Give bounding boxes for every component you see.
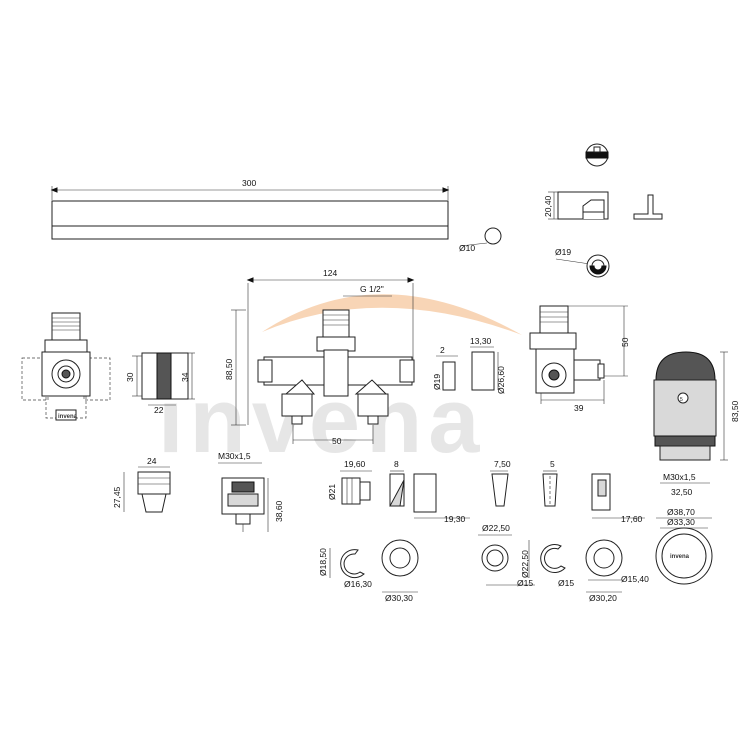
dim-valve-height: 50 xyxy=(620,337,630,347)
cut-part-a: 8 19,30 xyxy=(389,459,470,524)
dim-coupling-diameter: Ø21 xyxy=(327,484,337,500)
logo-mark-large: invena xyxy=(670,554,690,560)
dim-rosette-d-outer: Ø30,20 xyxy=(589,593,617,603)
left-fitting-front: invena xyxy=(21,312,111,421)
dim-sleeve-diameter: Ø19 xyxy=(432,374,442,390)
dim-rosette-a-outer: Ø30,30 xyxy=(385,593,413,603)
dim-ring-w22: 22 xyxy=(154,405,164,415)
dim-nut-width: 24 xyxy=(147,456,157,466)
dim-head-height: 83,50 xyxy=(730,400,740,422)
rosette-a: Ø30,30 xyxy=(381,539,419,603)
insert-part: M30x1,5 38,60 xyxy=(218,451,284,532)
dim-washer-diameter: Ø26,60 xyxy=(496,366,506,394)
dim-clip-c-inner: Ø15 xyxy=(558,578,574,588)
dim-coupling-length: 19,60 xyxy=(344,459,366,469)
thermostatic-head: 5 83,50 M30x1,5 32,50 xyxy=(653,351,740,497)
main-assembly: 124 G 1/2" 88,50 50 xyxy=(224,268,415,446)
dim-valve-depth: 39 xyxy=(574,403,584,413)
dim-assembly-spacing: 50 xyxy=(332,436,342,446)
dim-clip-a-diameter: Ø18,50 xyxy=(318,548,328,576)
rosette-d: Ø15,40 Ø30,20 xyxy=(585,539,649,603)
dim-cut-a-width: 8 xyxy=(394,459,399,469)
watermark-arc xyxy=(262,294,522,335)
dim-head-cap-inner: Ø33,30 xyxy=(667,517,695,527)
dim-pin-diameter: Ø10 xyxy=(459,243,475,253)
dim-cover-b-inner: Ø15 xyxy=(517,578,533,588)
cap-side-view: 20,40 xyxy=(543,191,609,220)
dim-thread: G 1/2" xyxy=(360,284,384,294)
watermark-text: invena xyxy=(158,370,485,472)
dim-cut-c-width: 5 xyxy=(550,459,555,469)
dim-cut-a-depth: 19,30 xyxy=(444,514,466,524)
dim-sleeve-width: 2 xyxy=(440,345,445,355)
cap-ring-view: Ø19 xyxy=(555,247,610,278)
logo-mark-small: invena xyxy=(58,414,78,420)
watermark: invena xyxy=(158,294,522,472)
cut-part-c: 5 xyxy=(542,459,558,507)
rail-bar: 300 xyxy=(50,178,450,240)
dim-head-thread: M30x1,5 xyxy=(663,472,696,482)
dim-cut-b-width: 7,50 xyxy=(494,459,511,469)
clip-a: Ø18,50 Ø16,30 xyxy=(318,548,372,589)
dim-insert-thread: M30x1,5 xyxy=(218,451,251,461)
cover-b: Ø22,50 Ø15 xyxy=(478,523,535,588)
cap-profile-view xyxy=(633,194,663,220)
right-valve: 50 39 xyxy=(529,305,630,413)
dim-cap-height: 20,40 xyxy=(543,195,553,217)
dim-head-cap-outer: Ø38,70 xyxy=(667,507,695,517)
dim-washer-width: 13,30 xyxy=(470,336,492,346)
nut-part: 24 27,45 xyxy=(112,456,171,513)
dim-cap-ring-diameter: Ø19 xyxy=(555,247,571,257)
dim-ring-w30: 30 xyxy=(125,372,135,382)
ring-side-view: 30 34 22 xyxy=(125,352,195,415)
sleeve-part: 2 Ø19 xyxy=(432,345,458,391)
dim-rosette-d-inner: Ø15,40 xyxy=(621,574,649,584)
dim-cover-b-outer: Ø22,50 xyxy=(482,523,510,533)
cut-part-b: 7,50 xyxy=(490,459,511,507)
dim-assembly-width: 124 xyxy=(323,268,337,278)
dim-cut-d-depth: 17,60 xyxy=(621,514,643,524)
cut-part-d: 17,60 xyxy=(591,473,645,524)
dim-ring-w34: 34 xyxy=(180,372,190,382)
dim-rail-length: 300 xyxy=(242,178,256,188)
coupling-part: 19,60 Ø21 xyxy=(327,459,372,505)
washer-part: 13,30 Ø26,60 xyxy=(470,336,506,394)
dim-nut-height: 27,45 xyxy=(112,486,122,508)
dim-clip-c-diameter: Ø22,50 xyxy=(520,550,530,578)
cap-top-view xyxy=(585,143,609,167)
head-cap: Ø38,70 Ø33,30 invena xyxy=(655,507,713,585)
dim-clip-a-inner: Ø16,30 xyxy=(344,579,372,589)
clip-c: Ø22,50 Ø15 xyxy=(520,540,574,588)
dim-assembly-height: 88,50 xyxy=(224,358,234,380)
dim-head-width: 32,50 xyxy=(671,487,693,497)
head-scale-mark: 5 xyxy=(680,397,683,403)
dim-insert-height: 38,60 xyxy=(274,500,284,522)
pin-end-view: Ø10 xyxy=(459,227,502,253)
